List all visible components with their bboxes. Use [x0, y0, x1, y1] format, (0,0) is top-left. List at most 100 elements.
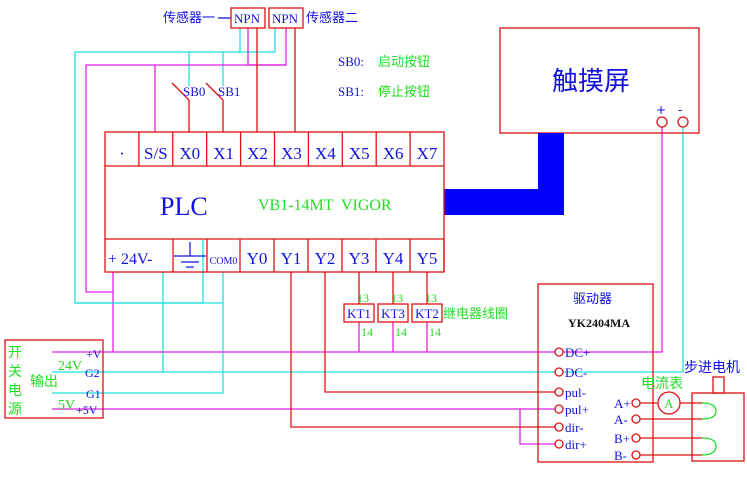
touchscreen-minus-terminal[interactable]	[677, 116, 689, 128]
plc-input-terminal-label: X7	[417, 144, 438, 163]
ammeter: 电流表 A	[641, 376, 683, 415]
ground-icon	[174, 242, 206, 268]
plc-output-terminal-label: Y3	[349, 249, 370, 268]
sensor1-label: 传感器一	[163, 10, 215, 26]
touchscreen[interactable]: 触摸屏 + -	[499, 27, 700, 134]
relay-pin-13: 13	[425, 291, 437, 305]
ammeter-symbol: A	[664, 396, 674, 411]
plc-output-terminal-label: Y5	[417, 249, 438, 268]
psu-24v-label: 24V	[58, 359, 82, 374]
motor-shaft	[712, 376, 725, 394]
psu-terminal-g1[interactable]: G1	[86, 387, 101, 401]
sb1-switch-icon[interactable]	[205, 82, 224, 101]
driver-input-terminal[interactable]	[554, 422, 564, 432]
touchscreen-plus-label: +	[656, 103, 666, 117]
sensor2-type: NPN	[272, 11, 299, 26]
relay-kt3-box[interactable]	[377, 303, 409, 323]
sensor2-label: 传感器二	[306, 10, 358, 26]
driver-output-terminal[interactable]	[631, 450, 641, 460]
plc-output-terminal-label: Y4	[383, 249, 404, 268]
plc-model: VB1-14MT VIGOR	[258, 197, 392, 214]
driver-input-terminal[interactable]	[554, 347, 564, 357]
psu-terminal-g2[interactable]: G2	[85, 366, 100, 380]
driver-model: YK2404MA	[568, 316, 630, 330]
sb0-switch-icon[interactable]	[171, 82, 190, 101]
driver-input-terminals: DC+DC-pul-pul+dir-dir+	[554, 345, 590, 452]
touchscreen-plus-terminal[interactable]	[656, 116, 668, 128]
psu-terminal-plus-v[interactable]: +V	[86, 347, 102, 361]
plc-input-terminal-label: X4	[315, 144, 336, 163]
psu-char-3: 电	[8, 383, 22, 399]
driver-input-label: pul+	[565, 402, 589, 417]
plc-input-terminal-label: X5	[349, 144, 370, 163]
legend-sb1-key: SB1:	[338, 84, 364, 99]
relay-pin-14: 14	[361, 325, 373, 339]
relay-pin-14: 14	[395, 325, 407, 339]
driver-input-label: DC+	[565, 345, 590, 360]
driver-input-terminal[interactable]	[554, 404, 564, 414]
touchscreen-title: 触摸屏	[552, 67, 630, 97]
driver-output-terminals: A+A-B+B-	[614, 396, 641, 463]
switch-legend: SB0: 启动按钮 SB1: 停止按钮	[338, 54, 430, 100]
psu-char-2: 关	[8, 364, 22, 380]
driver-title: 驱动器	[573, 292, 612, 307]
ammeter-icon	[657, 391, 681, 415]
psu-output-label: 输出	[30, 374, 58, 390]
motor-body	[691, 392, 745, 462]
driver-input-terminal[interactable]	[554, 439, 564, 449]
psu-5v-label: 5V	[58, 398, 75, 413]
stepper-driver: 驱动器 YK2404MA DC+DC-pul-pul+dir-dir+ A+A-…	[537, 283, 654, 463]
motor-coil-a	[701, 402, 717, 420]
relay-pin-13: 13	[357, 291, 369, 305]
plc-power-label: + 24V-	[108, 251, 152, 268]
legend-sb0-key: SB0:	[338, 54, 364, 69]
driver-input-label: dir+	[565, 437, 587, 452]
psu-char-4: 源	[8, 402, 22, 418]
driver-box	[537, 283, 654, 463]
sensor1-box[interactable]	[230, 7, 266, 29]
plc-input-terminal-label: X6	[383, 144, 404, 163]
plc-input-terminal-label: ·	[119, 144, 125, 163]
plc-input-terminal-label: X3	[281, 144, 302, 163]
relay-kt1-box[interactable]	[343, 303, 375, 323]
sensor2-box[interactable]	[268, 7, 304, 29]
relay-label: KT2	[415, 306, 439, 321]
driver-input-label: pul-	[565, 385, 586, 400]
driver-output-label: B-	[614, 448, 627, 463]
driver-input-terminal[interactable]	[554, 387, 564, 397]
wire-magenta-outer	[85, 64, 286, 293]
relay-label: KT3	[381, 306, 405, 321]
driver-output-terminal[interactable]	[631, 414, 641, 424]
wire-g2	[52, 125, 684, 373]
switches: SB0 SB1	[171, 82, 240, 101]
sb1-label: SB1	[218, 84, 240, 99]
wire-sensor-magenta	[247, 28, 287, 66]
power-supply-box	[4, 339, 104, 419]
relay-pin-13: 13	[391, 291, 403, 305]
driver-output-label: A-	[614, 412, 628, 427]
wire-plus-v	[52, 125, 663, 353]
relay-label: KT1	[347, 306, 371, 321]
driver-output-terminal[interactable]	[631, 433, 641, 443]
driver-input-label: dir-	[565, 420, 584, 435]
relay-kt2-box[interactable]	[411, 303, 443, 323]
driver-output-label: B+	[614, 431, 630, 446]
driver-output-terminal[interactable]	[631, 398, 641, 408]
touchscreen-box[interactable]	[499, 27, 700, 134]
sensors: 传感器一 NPN NPN 传感器二	[163, 7, 358, 29]
motor-coil-b	[701, 437, 717, 456]
driver-input-terminal[interactable]	[554, 367, 564, 377]
plc-output-terminal-label: Y1	[281, 249, 302, 268]
wire-y1-dir-minus	[290, 272, 555, 428]
plc-input-terminal-label: X1	[213, 144, 234, 163]
sb0-label: SB0	[183, 84, 205, 99]
relay-coil-label: 继电器线圈	[443, 307, 508, 322]
psu-char-1: 开	[8, 345, 22, 361]
plc-output-terminal-label: COM0	[210, 256, 238, 267]
psu-terminal-plus-5v[interactable]: +5V	[76, 403, 98, 417]
